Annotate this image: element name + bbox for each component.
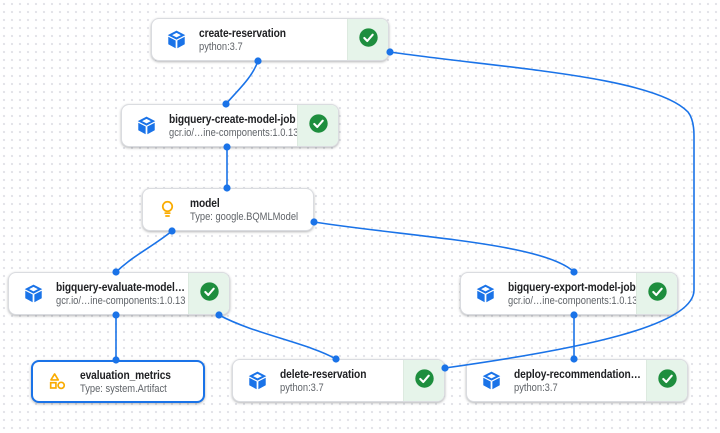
node-title: evaluation_metrics — [80, 368, 171, 382]
node-title: deploy-recommendation… — [514, 367, 641, 381]
status-panel — [188, 273, 229, 314]
success-check-icon — [308, 113, 329, 139]
edge-create-reservation-to-delete-reservation — [389, 51, 695, 369]
edge-model-to-bigquery-export-model-job — [313, 221, 575, 273]
status-panel — [403, 360, 444, 401]
success-check-icon — [414, 368, 435, 394]
component-cube-icon — [475, 283, 496, 304]
pipeline-node-bigquery-create-model-job[interactable]: bigquery-create-model-job gcr.io/…ine-co… — [121, 104, 339, 147]
artifact-shapes-icon — [47, 371, 68, 392]
success-check-icon — [657, 368, 678, 394]
node-title: bigquery-evaluate-model… — [56, 280, 185, 294]
component-cube-icon — [247, 370, 268, 391]
artifact-lightbulb-icon — [157, 199, 178, 220]
edge-create-reservation-to-bigquery-create-model-job — [225, 60, 259, 105]
node-subtitle: python:3.7 — [199, 41, 243, 53]
success-check-icon — [358, 27, 379, 53]
pipeline-node-deploy-recommendation[interactable]: deploy-recommendation… python:3.7 — [466, 359, 688, 402]
edge-model-to-bigquery-evaluate-model — [115, 230, 173, 273]
pipeline-node-evaluation-metrics-artifact[interactable]: evaluation_metrics Type: system.Artifact — [31, 360, 205, 403]
status-panel — [646, 360, 687, 401]
component-cube-icon — [166, 29, 187, 50]
edge-bigquery-evaluate-model-to-delete-reservation — [218, 314, 337, 360]
status-panel — [636, 273, 677, 314]
pipeline-node-model-artifact[interactable]: model Type: google.BQMLModel — [142, 188, 314, 231]
node-subtitle: gcr.io/…ine-components:1.0.13 — [169, 127, 299, 139]
status-panel — [347, 19, 388, 60]
node-title: bigquery-create-model-job — [169, 112, 296, 126]
node-subtitle: gcr.io/…ine-components:1.0.13 — [508, 295, 638, 307]
node-subtitle: gcr.io/…ine-components:1.0.13 — [56, 295, 186, 307]
node-subtitle: python:3.7 — [514, 382, 558, 394]
status-panel — [297, 105, 338, 146]
success-check-icon — [647, 281, 668, 307]
pipeline-node-create-reservation[interactable]: create-reservation python:3.7 — [151, 18, 389, 61]
node-title: delete-reservation — [280, 367, 367, 381]
node-title: model — [190, 196, 220, 210]
node-subtitle: Type: system.Artifact — [80, 383, 167, 395]
pipeline-node-bigquery-export-model-job[interactable]: bigquery-export-model-job gcr.io/…ine-co… — [460, 272, 678, 315]
component-cube-icon — [23, 283, 44, 304]
component-cube-icon — [136, 115, 157, 136]
node-subtitle: python:3.7 — [280, 382, 324, 394]
component-cube-icon — [481, 370, 502, 391]
node-subtitle: Type: google.BQMLModel — [190, 211, 299, 223]
success-check-icon — [199, 281, 220, 307]
node-title: bigquery-export-model-job — [508, 280, 636, 294]
pipeline-node-bigquery-evaluate-model[interactable]: bigquery-evaluate-model… gcr.io/…ine-com… — [8, 272, 230, 315]
node-title: create-reservation — [199, 26, 286, 40]
pipeline-node-delete-reservation[interactable]: delete-reservation python:3.7 — [232, 359, 445, 402]
